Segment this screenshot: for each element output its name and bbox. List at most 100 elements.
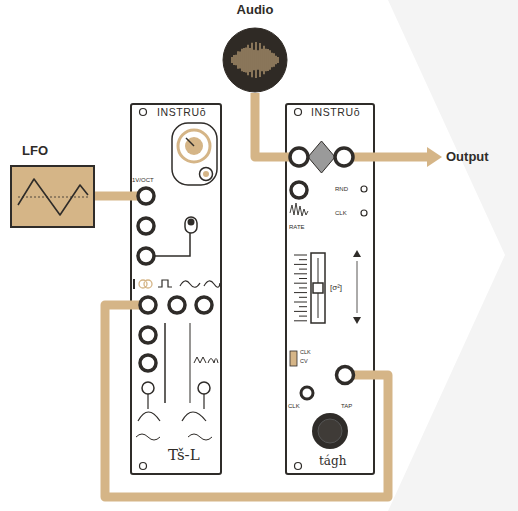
tick [294, 302, 307, 303]
audio-disc [223, 28, 287, 92]
wave-stroke [253, 50, 254, 71]
tick [294, 292, 307, 293]
shape-symbols [194, 357, 218, 363]
chevron-shape [388, 0, 518, 511]
tick [299, 316, 307, 317]
jack [196, 297, 212, 313]
jack [169, 297, 185, 313]
wave-stroke [245, 48, 246, 73]
wave-stroke [249, 48, 250, 72]
jack-label: CLK [288, 403, 300, 409]
toggle-lever [188, 219, 195, 226]
jack-label: RND [335, 186, 348, 192]
wave-stroke [243, 48, 244, 72]
node-heading: LFO [22, 144, 48, 157]
tap-button-ring [312, 413, 348, 449]
jack-label: CLK [335, 210, 347, 216]
wave-stroke [265, 49, 266, 71]
switch-label: CV [300, 359, 308, 365]
control-label: RATE [289, 224, 305, 230]
node-heading: Audio [202, 3, 308, 16]
module-name: tágh [319, 455, 346, 467]
wave-stroke [259, 43, 260, 77]
tick [299, 287, 307, 288]
button-label: TAP [341, 403, 352, 409]
mount-hole [140, 463, 147, 470]
module-panel: INSTRUō tágh RND CLK RATE [σ²] CLK CV CLK TAP [285, 103, 375, 475]
jack [291, 182, 307, 198]
tick [294, 264, 307, 265]
cable-line [255, 93, 285, 157]
output-dot [361, 210, 367, 216]
cable-line [95, 192, 130, 201]
jack [337, 367, 354, 384]
tick [299, 259, 307, 260]
panel-frame [131, 104, 221, 474]
tune-knob-cap [185, 137, 203, 155]
down-arrow [353, 317, 361, 324]
audio-waveform [232, 42, 278, 78]
jacks [138, 188, 212, 371]
lfo-box [10, 165, 95, 228]
patch-cable [95, 196, 130, 197]
output-cable [375, 153, 430, 162]
wave-stroke [233, 55, 234, 65]
wave-stroke [231, 57, 232, 63]
output-dot [361, 186, 367, 192]
slider-frame [311, 253, 325, 323]
scale-ticks [294, 255, 307, 321]
wave-stroke [247, 45, 248, 75]
tick [294, 311, 307, 312]
wave-stroke [271, 53, 272, 68]
wave-stroke [241, 49, 242, 72]
clk-jack [301, 387, 313, 399]
tick [294, 320, 307, 321]
wave-stroke [255, 42, 256, 78]
mount-hole [295, 109, 302, 116]
tick [294, 273, 307, 274]
wave-stroke [251, 43, 252, 78]
module-panel: INSTRUōTš-L 1V/OCT [130, 103, 222, 475]
jack [138, 188, 154, 204]
wave-stroke [235, 55, 236, 65]
small-knob [142, 382, 154, 394]
mount-hole [295, 463, 302, 470]
brand-name: INSTRUō [157, 107, 206, 118]
slider-label: [σ²] [330, 284, 342, 292]
jack [138, 218, 154, 234]
divider [164, 323, 166, 403]
arrow-stem [357, 261, 358, 313]
fine-knob-cap [203, 171, 209, 177]
logo-diamond [308, 141, 335, 173]
square-symbol [158, 280, 172, 287]
toggle-switch [185, 217, 197, 233]
jack [140, 327, 156, 343]
jack-label: 1V/OCT [132, 177, 154, 183]
mount-hole [140, 109, 147, 116]
jack [290, 148, 308, 166]
lfo-midline [18, 197, 88, 198]
switch-label: CLK [300, 350, 311, 356]
mode-toggle [290, 351, 297, 366]
up-arrow [353, 250, 361, 257]
audio-circle [222, 27, 288, 93]
tick [299, 306, 307, 307]
brand-name: INSTRUō [311, 107, 360, 118]
bottom-waves [136, 434, 212, 440]
tune-knob [178, 130, 210, 162]
divider [190, 323, 191, 403]
jack [138, 248, 154, 264]
lfo-frame [11, 166, 94, 227]
wave-stroke [267, 49, 268, 71]
tick [299, 278, 307, 279]
wave-stroke [237, 51, 238, 68]
wave-stroke [277, 57, 278, 63]
wave-stroke [275, 56, 276, 64]
module-name: Tš-L [168, 448, 200, 463]
lfo-triangle-wave [18, 179, 88, 215]
jack [335, 148, 353, 166]
output-label: Output [446, 150, 489, 163]
wave-stroke [261, 49, 262, 71]
lfo-box: LFO [10, 165, 95, 228]
